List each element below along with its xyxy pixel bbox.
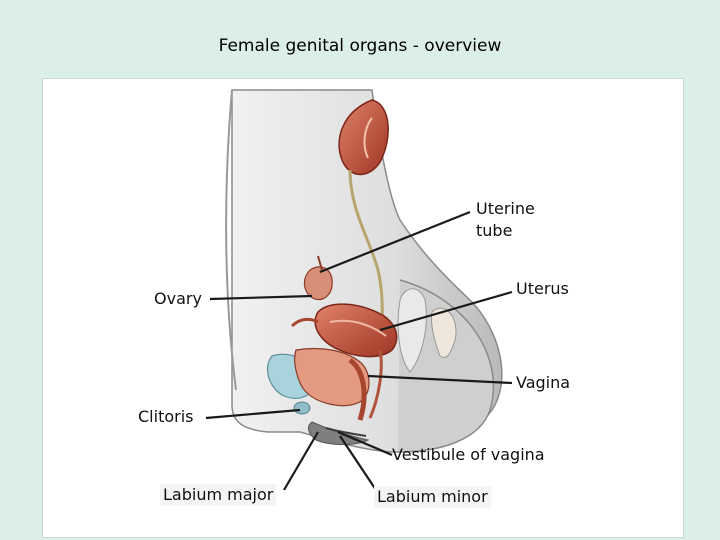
label-labium-major: Labium major	[160, 484, 276, 506]
clitoris	[294, 402, 310, 414]
label-vestibule: Vestibule of vagina	[392, 444, 545, 466]
ovary	[304, 267, 332, 300]
label-vagina: Vagina	[516, 372, 570, 394]
label-uterine-tube: Uterine tube	[476, 198, 554, 242]
leader-labium-major	[284, 432, 318, 490]
label-labium-minor: Labium minor	[374, 486, 491, 508]
label-clitoris: Clitoris	[138, 406, 193, 428]
label-uterus: Uterus	[516, 278, 569, 300]
label-ovary: Ovary	[154, 288, 202, 310]
